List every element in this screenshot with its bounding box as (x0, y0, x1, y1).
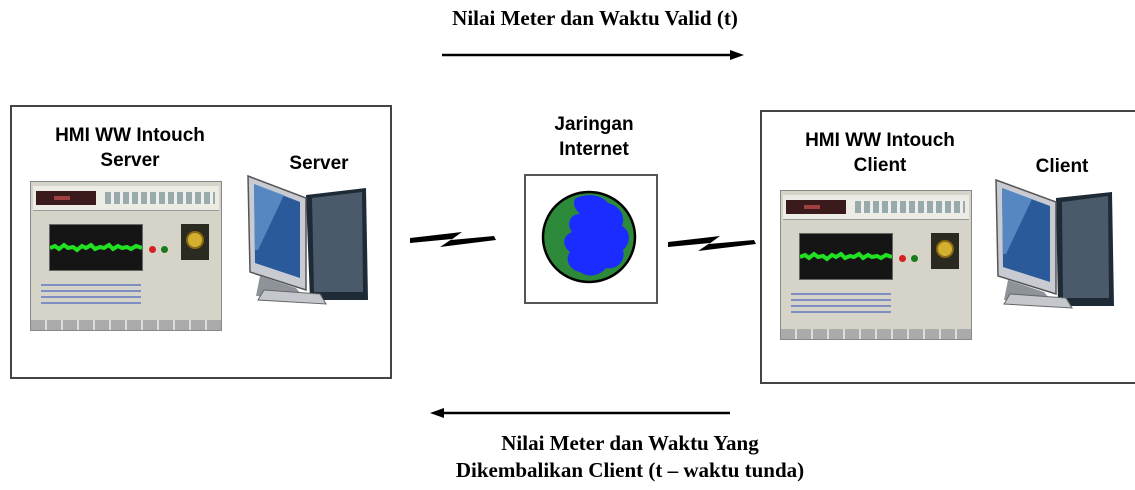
hmi-screen-icon (30, 181, 222, 331)
hmi-screen-icon (780, 190, 972, 340)
arrow-left-icon (430, 408, 730, 418)
client-hmi-label-line2: Client (853, 155, 907, 176)
computer-icon (247, 174, 368, 305)
client-computer-label: Client (1035, 156, 1089, 177)
server-hmi-label-line1: HMI WW Intouch (55, 125, 205, 146)
bottom-caption-line2: Dikembalikan Client (t – waktu tunda) (455, 458, 805, 482)
network-label-line2: Internet (559, 139, 629, 160)
globe-icon (541, 190, 637, 284)
lightning-link-icon (668, 236, 756, 251)
server-panel: HMI WW Intouch Server Server (10, 105, 392, 379)
network-label: Jaringan Internet (534, 112, 654, 162)
server-hmi-label-line2: Server (100, 150, 160, 171)
network-label-line1: Jaringan (554, 114, 634, 135)
arrow-right-icon (442, 50, 744, 60)
top-caption: Nilai Meter dan Waktu Valid (t) (452, 6, 738, 30)
client-hmi-label: HMI WW Intouch Client (790, 128, 970, 178)
bottom-caption-line1: Nilai Meter dan Waktu Yang (501, 431, 759, 455)
computer-icon (995, 178, 1114, 309)
client-hmi-label-line1: HMI WW Intouch (805, 130, 955, 151)
client-panel: HMI WW Intouch Client Client (760, 110, 1135, 384)
server-hmi-label: HMI WW Intouch Server (40, 123, 220, 173)
server-computer-label: Server (289, 153, 349, 174)
bottom-caption: Nilai Meter dan Waktu Yang Dikembalikan … (430, 430, 830, 484)
lightning-link-icon (410, 232, 496, 247)
